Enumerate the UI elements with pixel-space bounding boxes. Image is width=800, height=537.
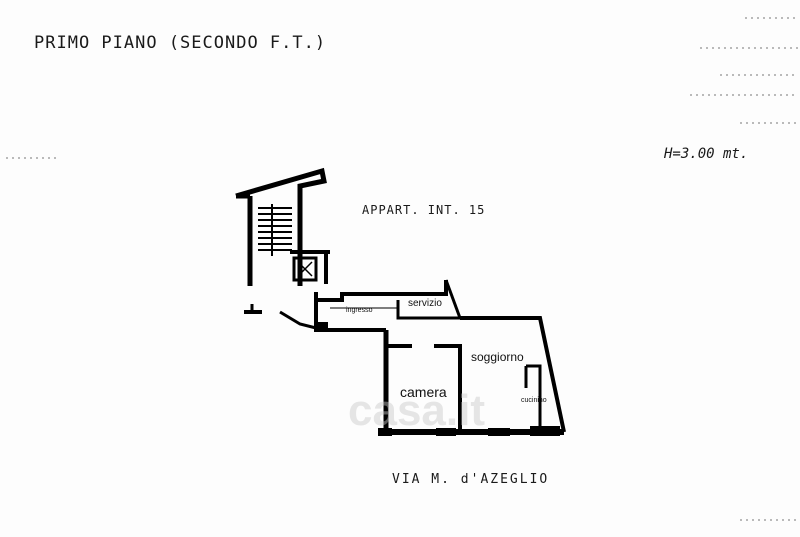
margin-marks: [6, 17, 798, 521]
apartment-walls: [314, 279, 566, 436]
plan-title: PRIMO PIANO (SECONDO F.T.): [34, 33, 327, 53]
ceiling-height-note: H=3.00 mt.: [664, 146, 749, 162]
room-label-camera: camera: [400, 384, 447, 400]
room-label-ingresso: ingresso: [346, 307, 373, 314]
room-label-soggiorno: soggiorno: [471, 350, 524, 364]
room-label-cucinino: cucinino: [521, 397, 547, 404]
apartment-label: APPART. INT. 15: [362, 203, 486, 217]
street-label: VIA M. d'AZEGLIO: [392, 472, 550, 487]
watermark-logo: casa.it: [348, 386, 485, 435]
room-label-servizio: servizio: [408, 298, 442, 309]
stairwell: [235, 167, 330, 330]
